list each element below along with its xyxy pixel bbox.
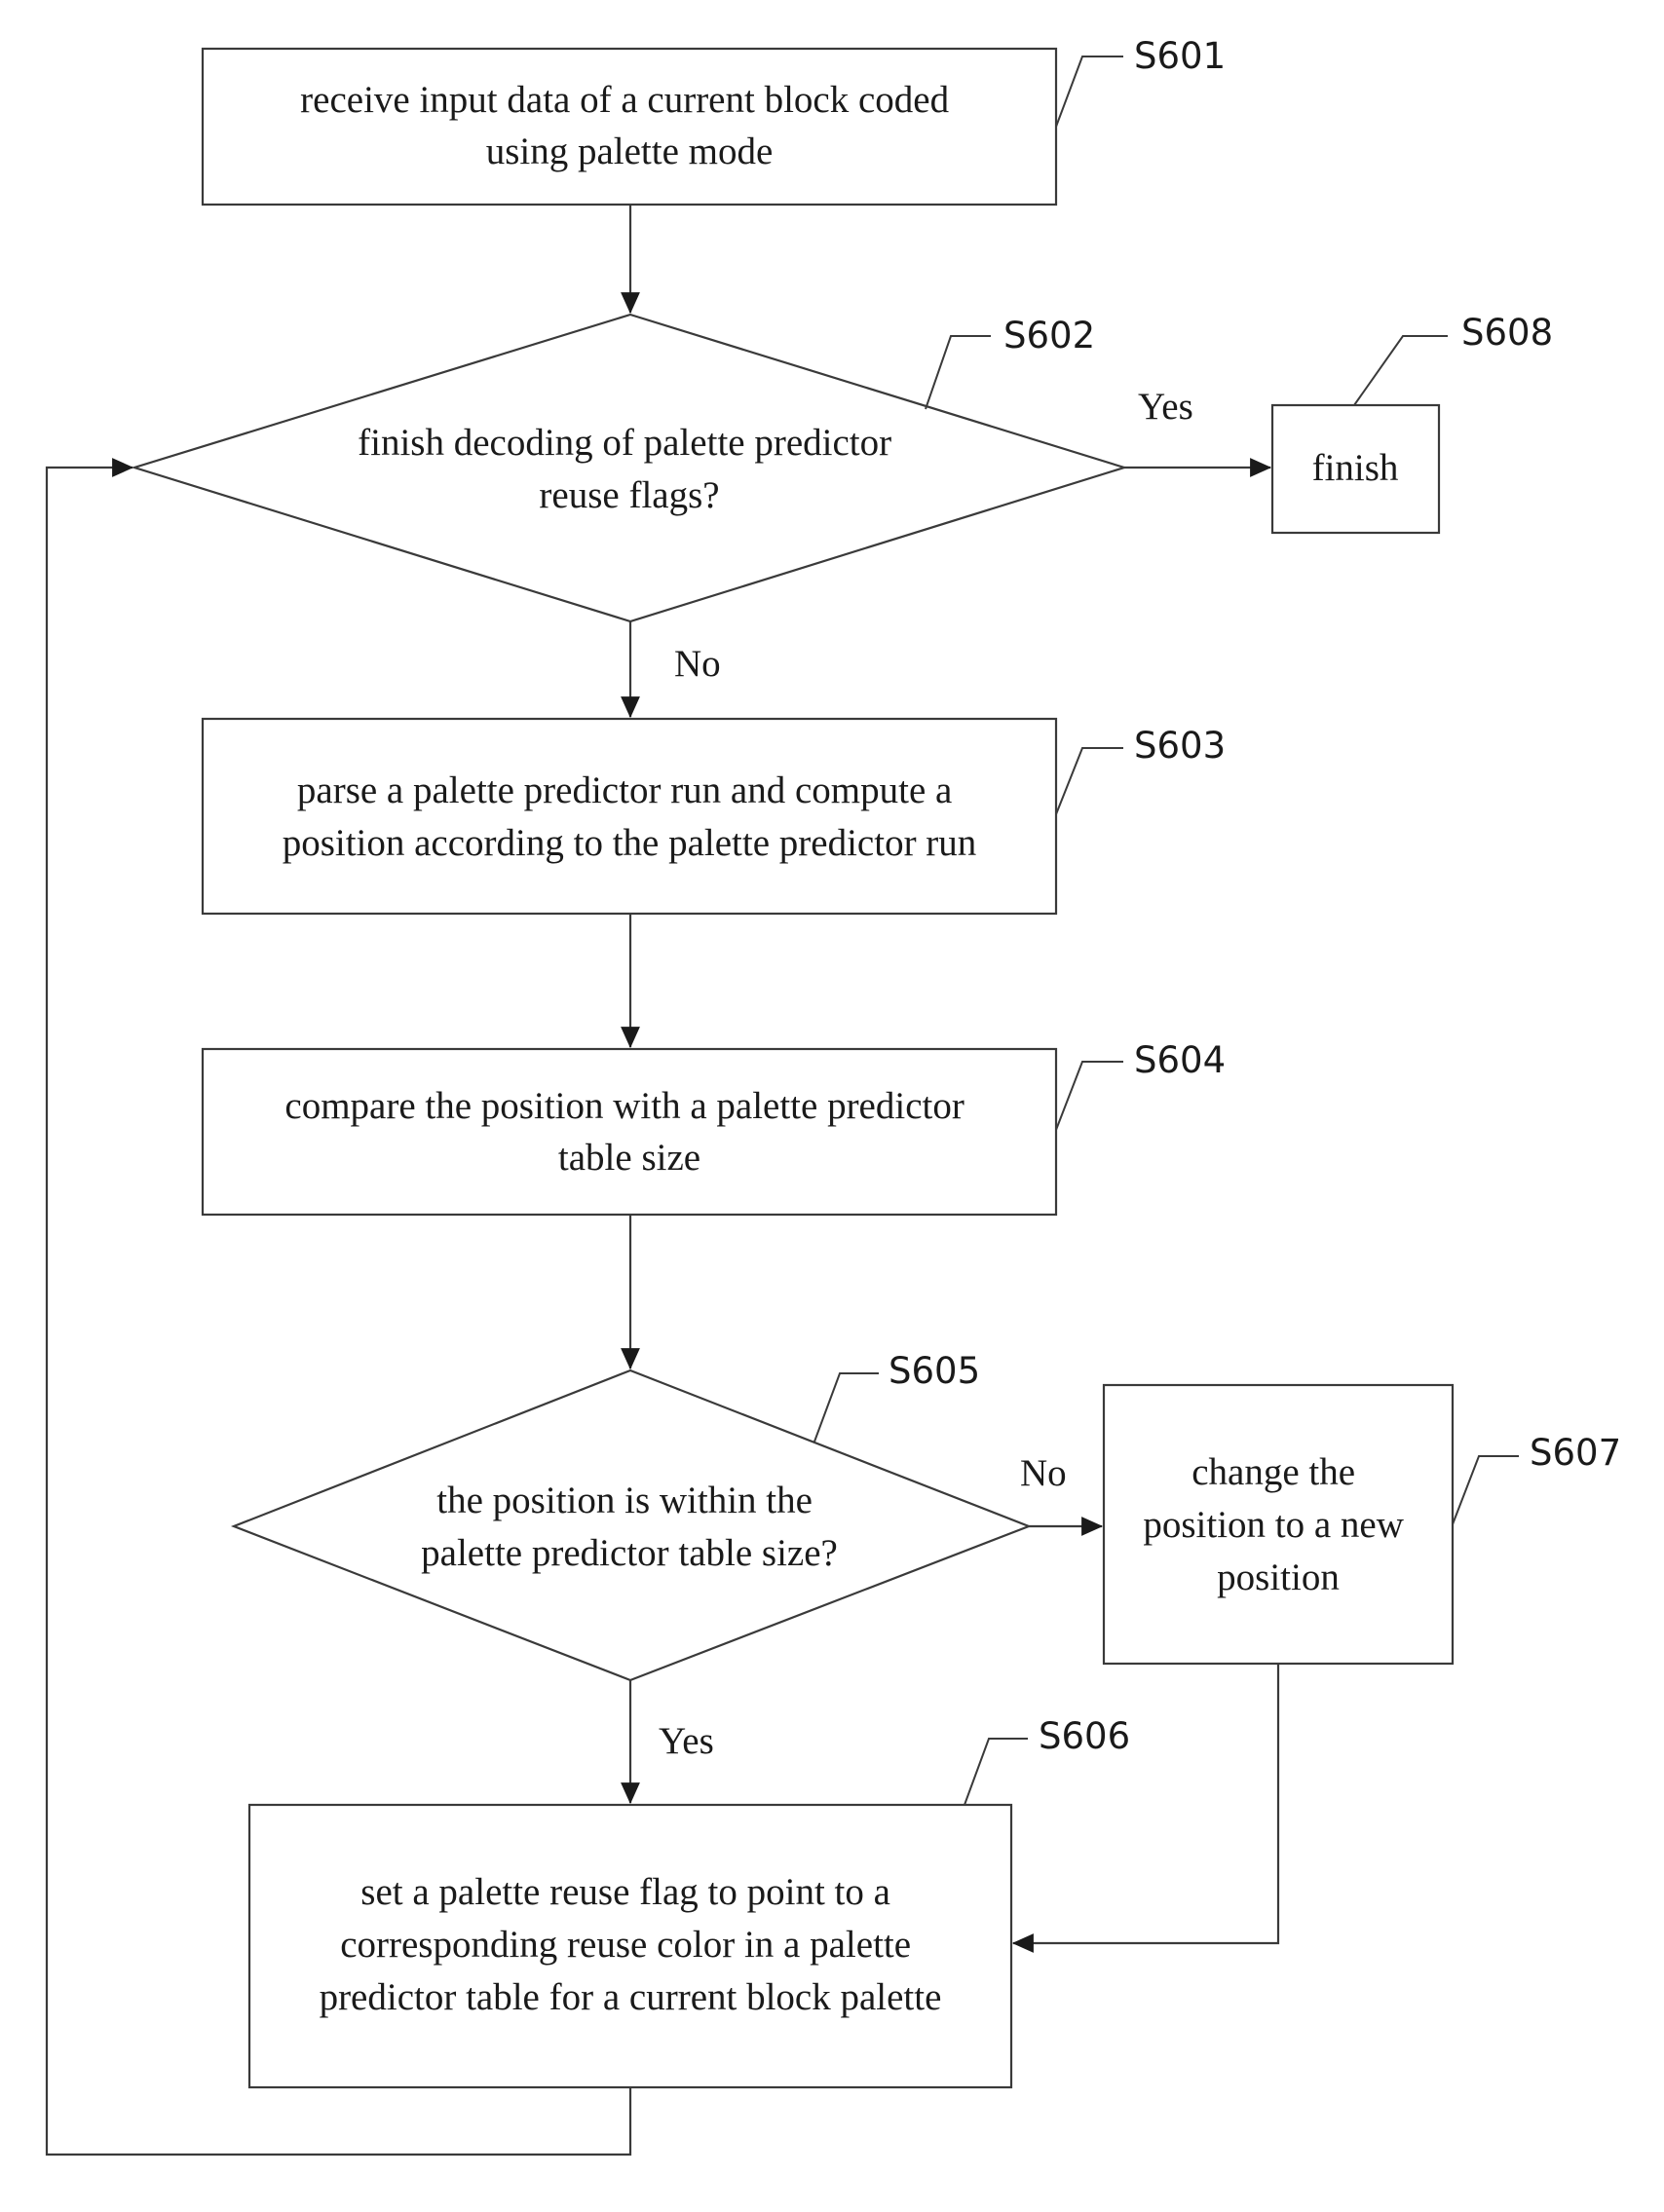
s602-line-1: finish decoding of palette predictor [358,422,891,464]
s605-line-1: the position is within the [436,1480,813,1521]
s607-line-3: position [1217,1556,1340,1598]
s601-process-box [203,49,1056,205]
s601-line-2: using palette mode [486,131,774,172]
s606-line-3: predictor table for a current block pale… [320,1976,942,2018]
s602-step-label: S602 [1003,315,1095,356]
s606-line-2: corresponding reuse color in a palette [340,1924,911,1966]
s606-text: set a palette reuse flag to point to a c… [320,1871,942,2018]
s604-step-label: S604 [1134,1039,1226,1081]
s605-line-2: palette predictor table size? [421,1532,838,1574]
s603-process-box [203,719,1056,914]
s608-text: finish [1312,447,1399,489]
s607-step-label: S607 [1530,1432,1621,1474]
s603-line-2: position according to the palette predic… [283,822,977,864]
s605-leader-line [814,1373,879,1442]
s606-leader-line [964,1739,1028,1805]
s608-line-1: finish [1312,447,1399,489]
s604-line-2: table size [558,1137,700,1179]
s603-leader-line [1056,748,1123,814]
s603-step-label: S603 [1134,725,1226,767]
s608-leader-line [1354,336,1448,405]
s607-line-1: change the [1191,1451,1355,1493]
s602-decision-diamond [134,315,1124,621]
s602-line-2: reuse flags? [539,474,719,516]
s602-no-label: No [674,643,721,685]
s608-step-label: S608 [1461,312,1553,354]
s601-step-label: S601 [1134,35,1226,77]
s607-leader-line [1453,1456,1519,1524]
s604-line-1: compare the position with a palette pred… [284,1085,964,1127]
s605-decision-diamond [234,1370,1029,1680]
s604-process-box [203,1049,1056,1215]
s605-no-label: No [1020,1452,1067,1494]
s606-step-label: S606 [1039,1715,1130,1757]
s605-step-label: S605 [889,1350,980,1392]
s604-leader-line [1056,1062,1123,1130]
s606-line-1: set a palette reuse flag to point to a [360,1871,890,1913]
s601-leader-line [1056,56,1123,127]
s603-line-1: parse a palette predictor run and comput… [297,769,952,811]
s605-yes-label: Yes [659,1720,714,1762]
s602-leader-line [926,336,991,409]
arrow-s607-to-s606 [1013,1664,1278,1943]
s602-yes-label: Yes [1138,386,1193,428]
s607-line-2: position to a new [1143,1504,1404,1546]
s601-line-1: receive input data of a current block co… [300,79,949,121]
